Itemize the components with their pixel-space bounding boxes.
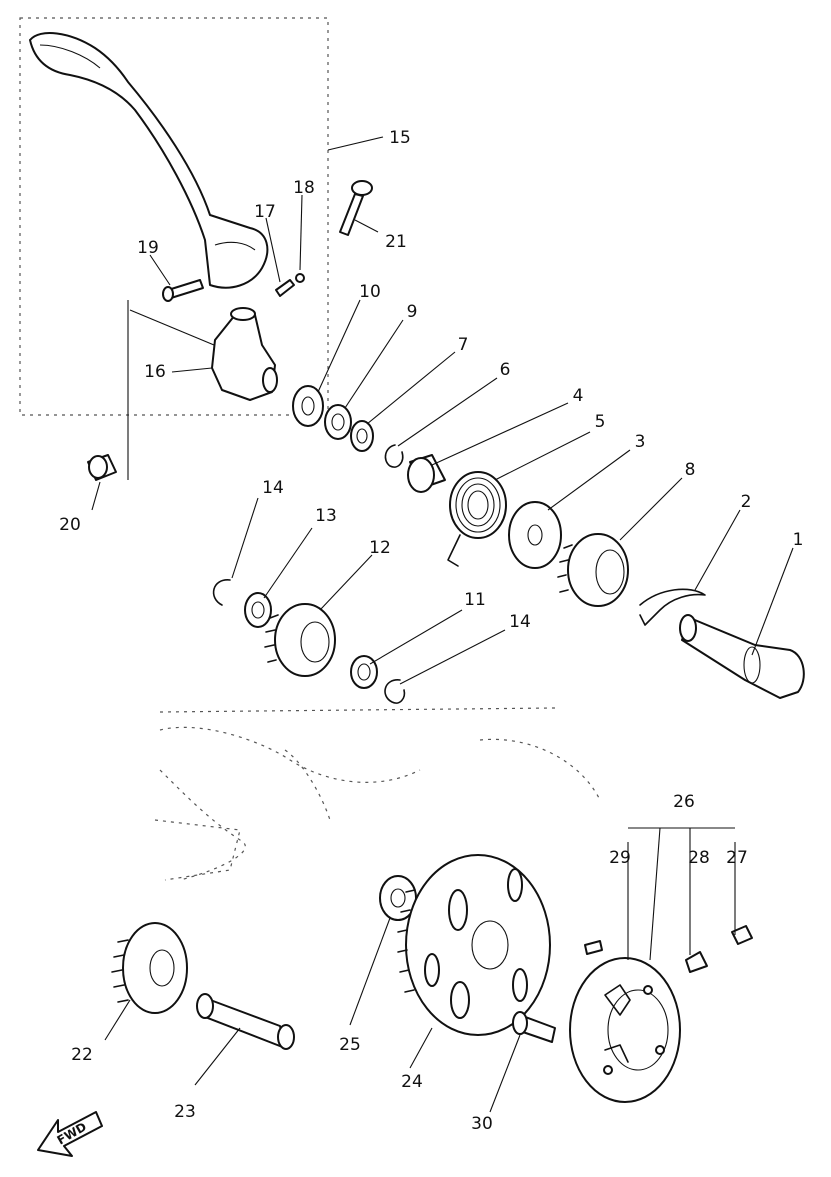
spring-17 — [275, 279, 295, 297]
label-16: 16 — [144, 362, 166, 382]
kick-shaft-1 — [679, 614, 805, 699]
washer-7 — [350, 420, 374, 452]
label-1: 1 — [793, 530, 804, 550]
label-18: 18 — [293, 178, 315, 198]
label-12: 12 — [369, 538, 391, 558]
circlip-6 — [384, 444, 404, 468]
washer-13 — [244, 592, 272, 628]
crankcase-outline — [154, 707, 601, 881]
label-21: 21 — [385, 232, 407, 252]
gear-12 — [264, 603, 336, 677]
label-14b: 14 — [509, 612, 531, 632]
label-30: 30 — [471, 1114, 493, 1134]
plunger-28 — [685, 951, 708, 973]
label-6: 6 — [500, 360, 511, 380]
label-23: 23 — [174, 1102, 196, 1122]
assembly-box-15 — [19, 17, 329, 416]
label-24: 24 — [401, 1072, 423, 1092]
fwd-arrow: FWD — [37, 1111, 103, 1157]
bolt-19 — [162, 279, 204, 302]
label-28: 28 — [688, 848, 710, 868]
label-3: 3 — [635, 432, 646, 452]
shaft-23 — [196, 993, 295, 1050]
label-26: 26 — [673, 792, 695, 812]
label-25: 25 — [339, 1035, 361, 1055]
kick-boss — [211, 307, 278, 401]
spring-5 — [447, 471, 507, 567]
label-20: 20 — [59, 515, 81, 535]
kick-lever — [29, 32, 269, 289]
collar-4 — [407, 454, 446, 493]
label-7: 7 — [458, 335, 469, 355]
dowel-20 — [87, 454, 117, 481]
washer-3 — [508, 501, 562, 569]
label-29: 29 — [609, 848, 631, 868]
clip-2 — [639, 588, 706, 626]
spring-27 — [731, 925, 753, 945]
bolt-30 — [512, 1011, 556, 1043]
label-2: 2 — [741, 492, 752, 512]
roller-29 — [584, 940, 603, 955]
label-27: 27 — [726, 848, 748, 868]
label-4: 4 — [573, 386, 584, 406]
label-17: 17 — [254, 202, 276, 222]
label-14a: 14 — [262, 478, 284, 498]
label-5: 5 — [595, 412, 606, 432]
circlip-14a — [212, 579, 231, 606]
gear-24 — [397, 854, 551, 1036]
ball-18 — [295, 273, 305, 283]
washer-10 — [292, 385, 324, 427]
label-22: 22 — [71, 1045, 93, 1065]
leader-lines — [91, 136, 794, 1113]
label-8: 8 — [685, 460, 696, 480]
washer-11 — [350, 655, 378, 689]
starter-clutch-26 — [569, 957, 681, 1103]
circlip-14b — [384, 679, 406, 704]
washer-9 — [324, 404, 352, 440]
label-13: 13 — [315, 506, 337, 526]
label-10: 10 — [359, 282, 381, 302]
gear-8 — [557, 533, 629, 607]
bolt-21 — [339, 180, 373, 236]
label-19: 19 — [137, 238, 159, 258]
gear-22 — [111, 922, 188, 1014]
label-11: 11 — [464, 590, 486, 610]
label-15: 15 — [389, 128, 411, 148]
label-9: 9 — [407, 302, 418, 322]
